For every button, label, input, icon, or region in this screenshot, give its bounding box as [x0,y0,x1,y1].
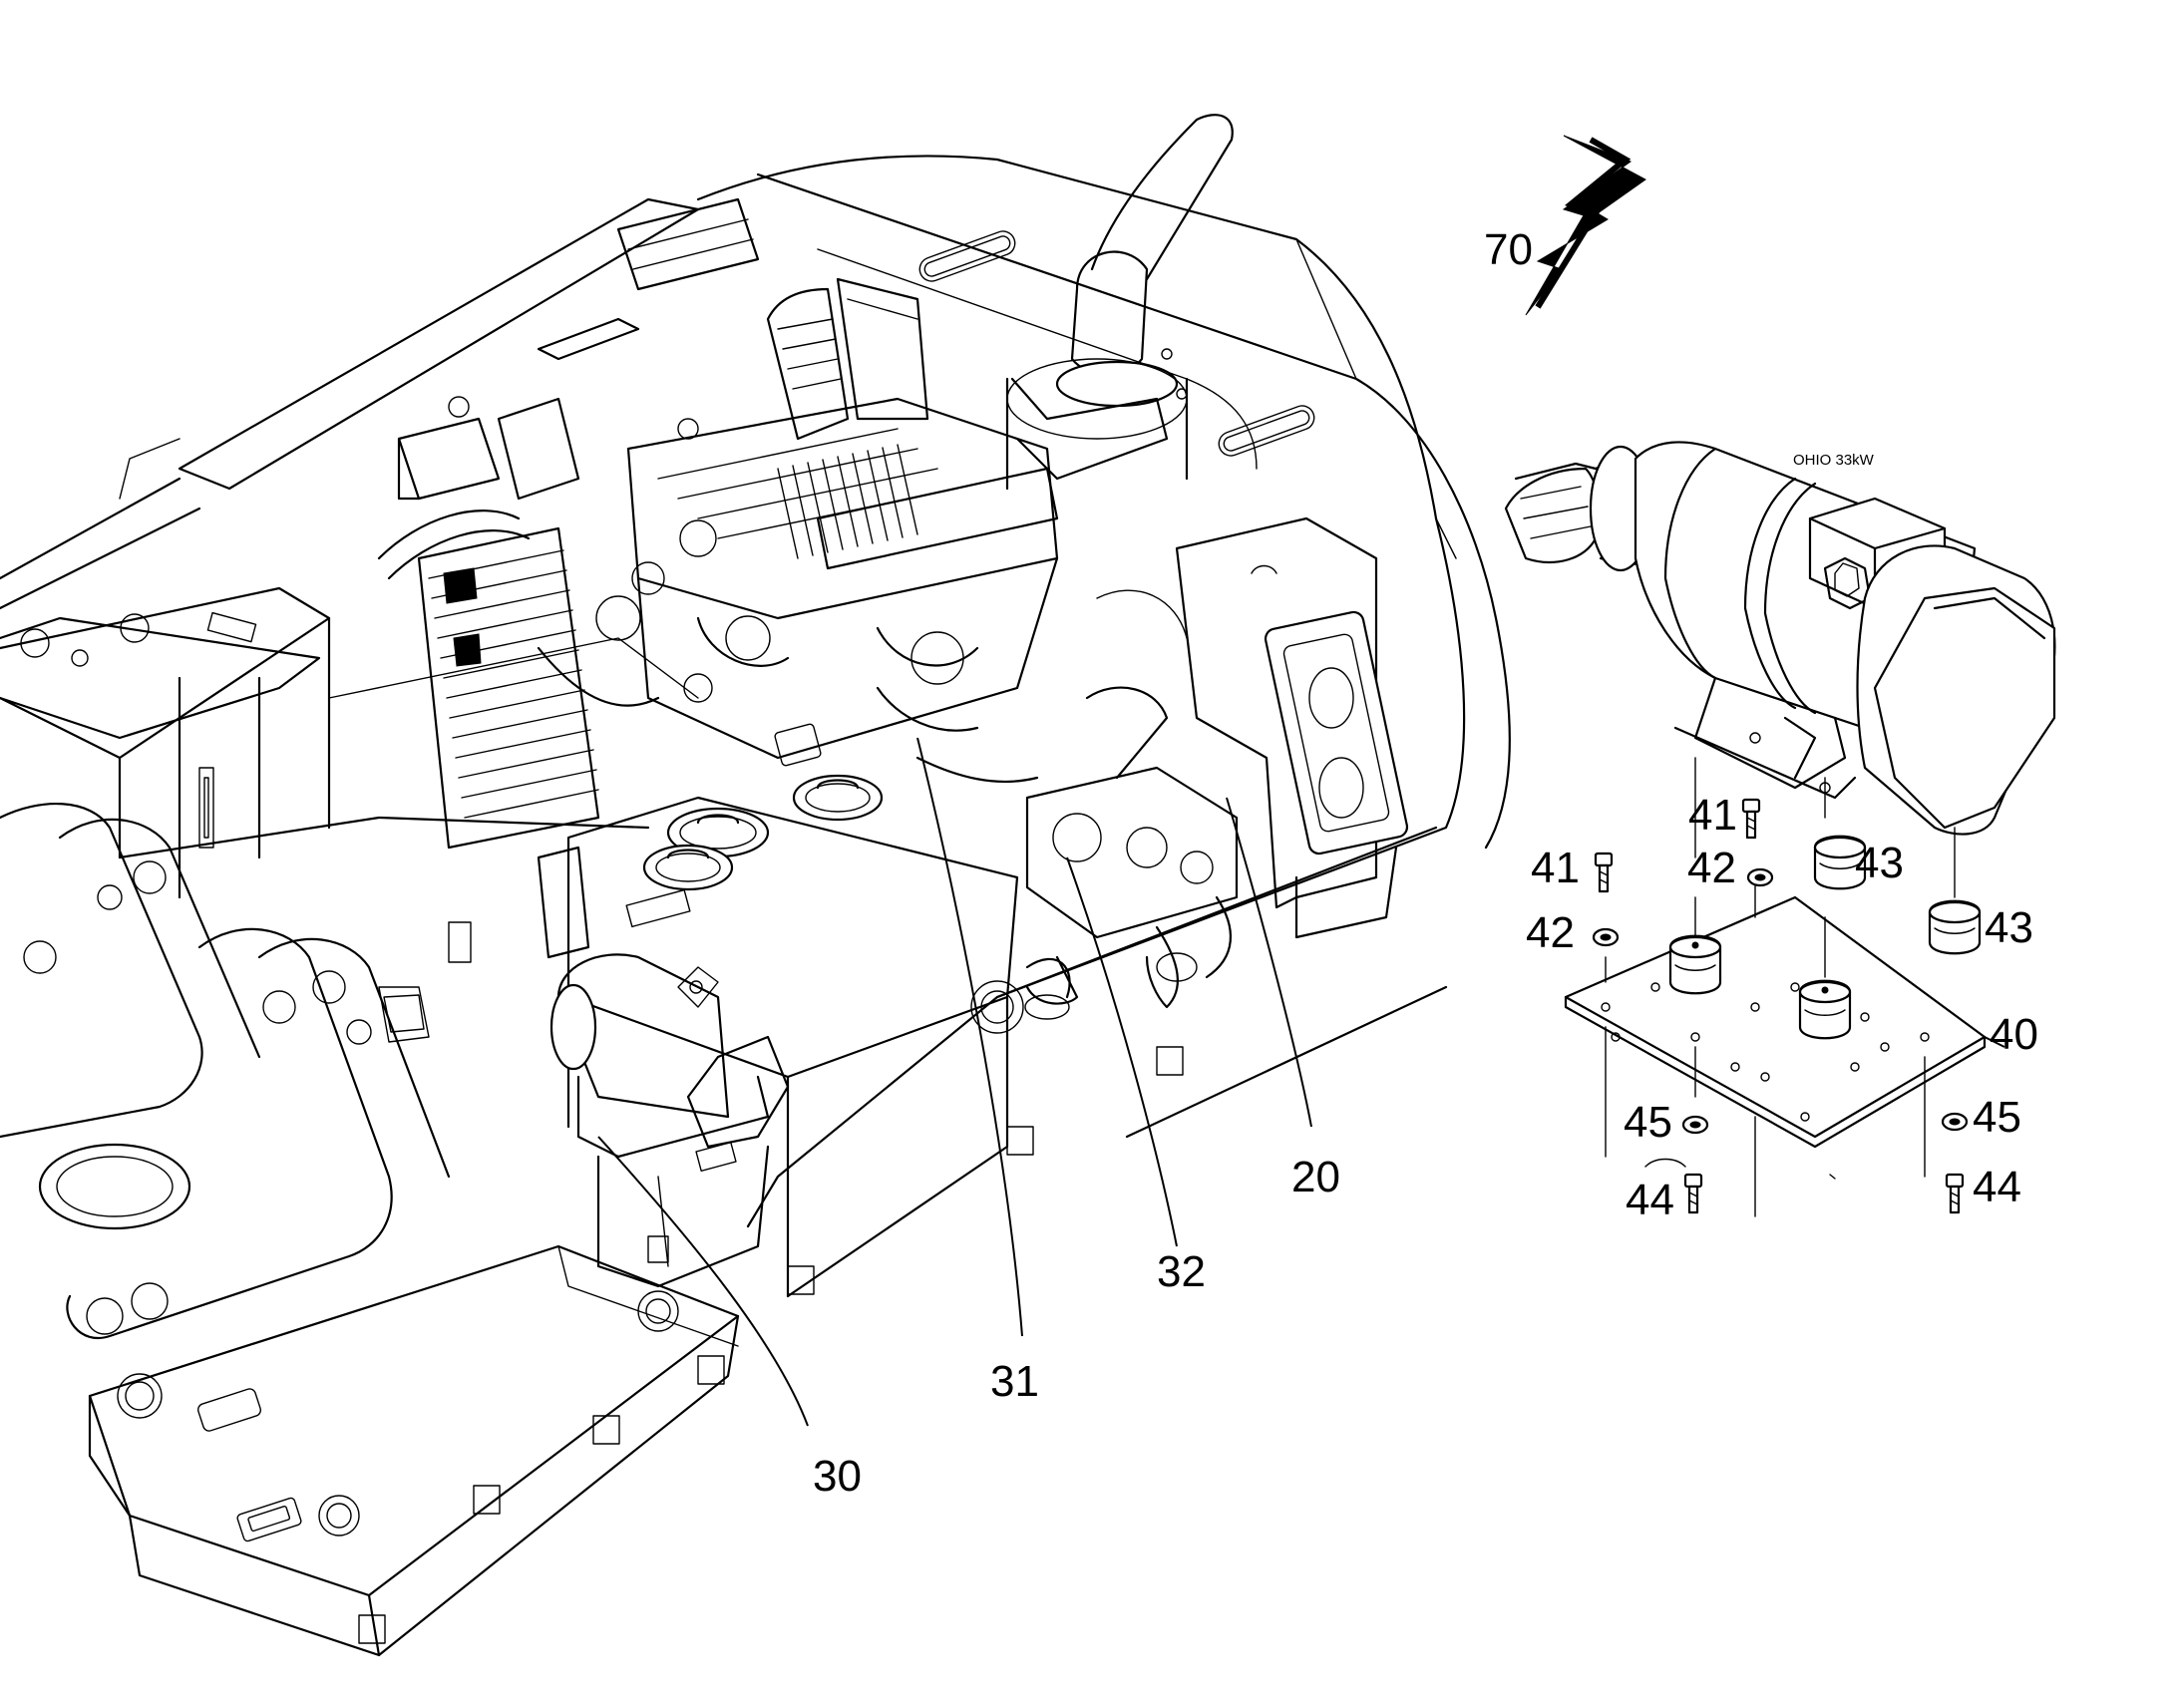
bolt [1945,1173,1965,1214]
callout-45a: 45 [1624,1098,1672,1147]
callout-30: 30 [813,1452,862,1501]
engine-assembly [377,114,1448,1298]
washer [1592,927,1620,947]
callout-40: 40 [1990,1010,2038,1059]
callout-44a: 44 [1626,1176,1674,1224]
callout-42a: 42 [1526,908,1575,957]
callout-45b: 45 [1973,1093,2021,1142]
leader-lines [597,737,2005,1427]
bolt [1594,852,1614,893]
washer [1941,1112,1969,1132]
callout-44b: 44 [1973,1163,2021,1211]
callout-31: 31 [990,1357,1039,1406]
rubber-mount [1668,934,1722,995]
callout-41a: 41 [1531,844,1580,892]
electric-motor-33kw: OHIO 33kW [1504,441,2056,836]
electric-lightning-icon [1525,135,1646,316]
callout-42b: 42 [1687,844,1736,892]
callouts: 70 20 32 31 30 40 41 41 42 42 43 43 45 4… [813,225,2038,1501]
excavator-upper-frame [0,155,1512,1657]
callout-43a: 43 [1855,839,1904,887]
battery-panel [0,526,600,899]
bolt [1683,1173,1703,1214]
motor-nameplate-text: OHIO 33kW [1793,452,1875,469]
callout-41b: 41 [1688,791,1737,840]
washer [1746,867,1774,887]
mounting-base-plate [1564,757,1987,1217]
callout-43b: 43 [1985,903,2033,952]
callout-70: 70 [1484,225,1533,274]
rubber-mount [1928,899,1982,955]
callout-32: 32 [1157,1247,1206,1296]
bolt [1741,798,1761,840]
washer [1681,1115,1709,1135]
rubber-mount [1813,835,1867,890]
rubber-mount [1798,979,1852,1040]
callout-20: 20 [1291,1153,1340,1201]
